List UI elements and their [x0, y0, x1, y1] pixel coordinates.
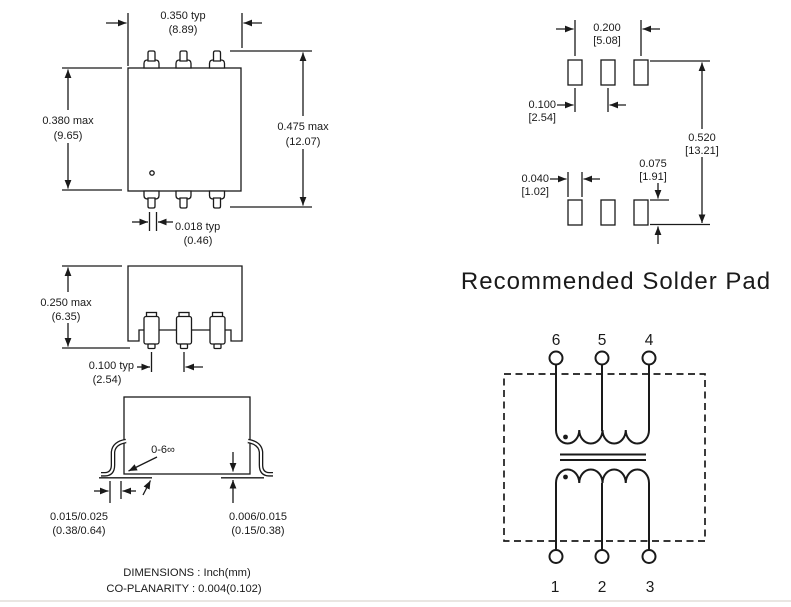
- gullwing-lead-left: [101, 438, 127, 477]
- angle-callout: 0-6∞: [128, 444, 175, 496]
- front-lead-3: [209, 311, 226, 350]
- secondary-winding: [555, 468, 650, 484]
- dim-standoff-mm: (0.15/0.38): [231, 525, 284, 537]
- dim-pad-height-mm: [1.91]: [639, 171, 667, 183]
- dim-pad-outer-span: 0.200 [5.08]: [556, 20, 660, 56]
- primary-winding: [555, 429, 650, 445]
- front-lead-2: [175, 311, 193, 350]
- dim-pad-width: 0.040 [1.02]: [521, 172, 600, 198]
- pad-bottom-1: [567, 199, 583, 226]
- lead-top-2: [175, 50, 192, 69]
- dim-pad-pitch-mm: [2.54]: [528, 112, 556, 124]
- dim-overall-height-label: 0.475 max: [277, 121, 329, 133]
- dim-body-width-label: 0.350 typ: [160, 10, 205, 22]
- lead-top-1: [143, 50, 160, 69]
- primary-phase-dot: [563, 434, 568, 440]
- terminal-5: [594, 350, 610, 366]
- dim-lead-width-mm: (0.46): [184, 235, 213, 247]
- lead-detail-view: 0-6∞ 0.015/0.025 (0.38/0.64) 0.006/0.015…: [50, 396, 287, 537]
- terminal-2: [594, 549, 610, 564]
- dim-body-height-label: 0.380 max: [42, 115, 94, 127]
- pad-top-1: [567, 59, 583, 86]
- dim-standoff: 0.006/0.015 (0.15/0.38): [229, 452, 287, 537]
- dim-foot-length-label: 0.015/0.025: [50, 511, 108, 523]
- dim-pad-row-span-label: 0.520: [688, 132, 716, 144]
- page-footer-rule: [0, 600, 791, 602]
- dim-body-width: 0.350 typ (8.89): [106, 10, 262, 66]
- package-front-outline: [127, 265, 243, 342]
- note-dimensions: DIMENSIONS : Inch(mm): [123, 567, 251, 579]
- dim-front-height-mm: (6.35): [52, 311, 81, 323]
- dim-front-height: 0.250 max (6.35): [34, 265, 130, 349]
- front-lead-1: [143, 311, 160, 350]
- terminal-4: [641, 350, 657, 366]
- dim-foot-length: 0.015/0.025 (0.38/0.64): [50, 481, 136, 537]
- dim-foot-length-mm: (0.38/0.64): [52, 525, 105, 537]
- dim-body-height-mm: (9.65): [54, 130, 83, 142]
- lead-bottom-1: [143, 190, 160, 209]
- gullwing-lead-right: [247, 438, 273, 477]
- dim-standoff-label: 0.006/0.015: [229, 511, 287, 523]
- lead-angle-label: 0-6∞: [151, 444, 175, 456]
- lead-detail-body: [123, 396, 251, 475]
- lead-top-3: [208, 50, 226, 69]
- dim-pad-width-label: 0.040: [521, 173, 549, 185]
- dim-pad-height: 0.075 [1.91]: [639, 158, 669, 244]
- pin1-marker: [149, 170, 155, 176]
- pin-label-4: 4: [645, 332, 654, 349]
- pad-top-2: [600, 59, 616, 86]
- dim-body-height: 0.380 max (9.65): [36, 67, 122, 191]
- dim-pad-height-label: 0.075: [639, 158, 667, 170]
- dim-pad-row-span-mm: [13.21]: [685, 145, 719, 157]
- pin-label-6: 6: [552, 332, 561, 349]
- dim-pad-pitch-label: 0.100: [528, 99, 556, 111]
- notes: DIMENSIONS : Inch(mm) CO-PLANARITY : 0.0…: [106, 567, 262, 595]
- pin-label-5: 5: [598, 332, 607, 349]
- dim-lead-width: 0.018 typ (0.46): [132, 212, 220, 247]
- dim-body-width-mm: (8.89): [169, 24, 198, 36]
- solder-pad-layout: 0.200 [5.08] 0.100 [2.54] 0.040 [1.02]: [521, 20, 727, 244]
- pin-label-2: 2: [598, 579, 607, 596]
- secondary-phase-dot: [563, 474, 568, 480]
- terminal-3: [641, 549, 657, 564]
- lead-bottom-3: [208, 190, 226, 209]
- note-coplanarity: CO-PLANARITY : 0.004(0.102): [106, 583, 262, 595]
- terminal-6: [548, 350, 564, 366]
- dim-front-pitch-mm: (2.54): [93, 374, 122, 386]
- dim-front-pitch-label: 0.100 typ: [89, 360, 134, 372]
- lead-bottom-2: [175, 190, 192, 209]
- dim-pad-outer-span-label: 0.200: [593, 22, 621, 34]
- dim-overall-height: 0.475 max (12.07): [230, 50, 335, 208]
- dim-pad-row-span: 0.520 [13.21]: [650, 60, 727, 226]
- package-body: [127, 67, 242, 192]
- terminal-1: [548, 549, 564, 564]
- dim-pad-pitch: 0.100 [2.54]: [528, 88, 626, 124]
- dim-front-height-label: 0.250 max: [40, 297, 92, 309]
- solder-pad-heading: Recommended Solder Pad: [461, 268, 771, 295]
- dim-pad-outer-span-mm: [5.08]: [593, 35, 621, 47]
- transformer-schematic: 6 5 4 1 2 3: [503, 332, 706, 596]
- pad-top-3: [633, 59, 649, 86]
- package-front-view: 0.250 max (6.35) 0.100 typ (2.54): [34, 265, 243, 386]
- dim-overall-height-mm: (12.07): [286, 136, 321, 148]
- dim-pad-width-mm: [1.02]: [521, 186, 549, 198]
- package-top-view: 0.350 typ (8.89) 0.380 max (9.65) 0.475 …: [36, 10, 335, 247]
- package-outline-dashed: [503, 373, 706, 542]
- pad-bottom-3: [633, 199, 649, 226]
- pad-bottom-2: [600, 199, 616, 226]
- dim-lead-width-label: 0.018 typ: [175, 221, 220, 233]
- pin-label-1: 1: [551, 579, 560, 596]
- pin-label-3: 3: [646, 579, 655, 596]
- dim-front-pitch: 0.100 typ (2.54): [89, 352, 203, 386]
